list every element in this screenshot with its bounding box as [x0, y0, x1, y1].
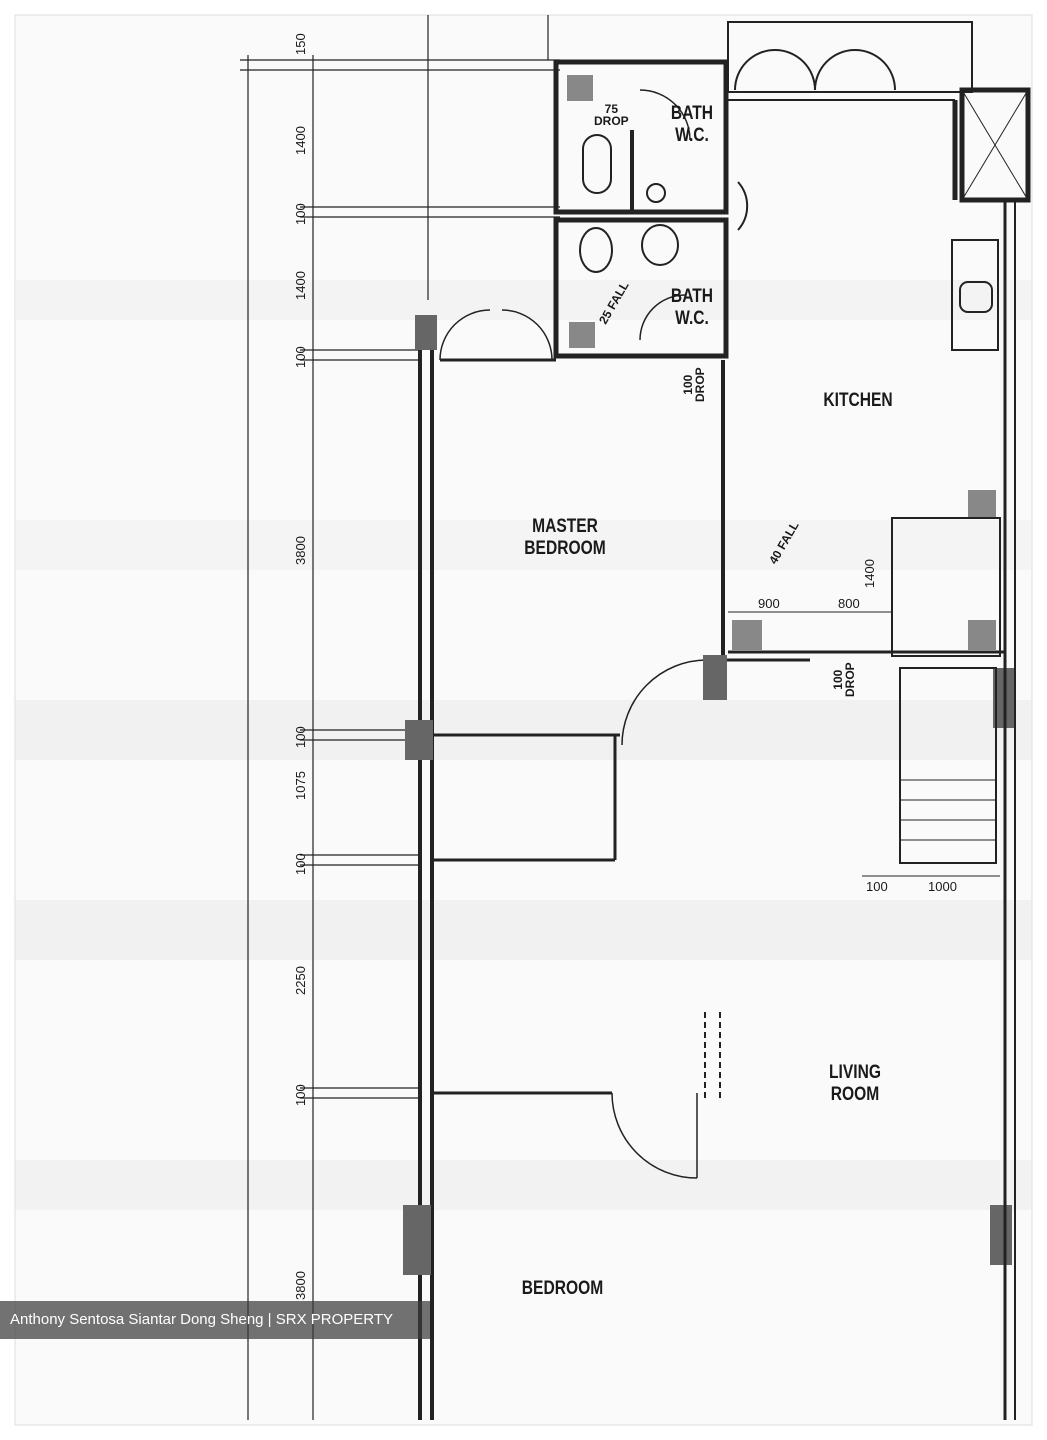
living-room-label: LIVING ROOM: [829, 1062, 881, 1105]
dimension-label: 2250: [293, 966, 308, 995]
bath-top-label: BATH W.C.: [670, 103, 714, 146]
dimension-label: 100: [293, 726, 308, 748]
dimension-label: 100: [293, 203, 308, 225]
dimension-label-stair-1000: 1000: [928, 879, 957, 894]
bedroom-label: BEDROOM: [521, 1278, 604, 1299]
dimension-label-800: 800: [838, 596, 860, 611]
dimension-label: 1075: [293, 771, 308, 800]
dimension-label-1400: 1400: [862, 559, 877, 588]
dimension-label-900: 900: [758, 596, 780, 611]
master-bedroom-label: MASTER BEDROOM: [524, 516, 606, 559]
dimension-label: 100: [293, 346, 308, 368]
dimension-label: 1400: [293, 126, 308, 155]
drop-note-75: 75 DROP: [594, 102, 629, 128]
watermark-banner: Anthony Sentosa Siantar Dong Sheng | SRX…: [0, 1301, 430, 1339]
dimension-label: 150: [293, 33, 308, 55]
dimension-label: 3800: [293, 536, 308, 565]
dimension-label: 100: [293, 853, 308, 875]
dimension-label-stair-100: 100: [866, 879, 888, 894]
kitchen-label: KITCHEN: [823, 390, 893, 411]
drop-note-100-b: 100 DROP: [831, 662, 857, 697]
bath-middle-label: BATH W.C.: [670, 286, 714, 329]
dimension-label: 3800: [293, 1271, 308, 1300]
dimension-label: 1400: [293, 271, 308, 300]
dimension-label: 100: [293, 1084, 308, 1106]
drop-note-100-a: 100 DROP: [681, 367, 707, 402]
